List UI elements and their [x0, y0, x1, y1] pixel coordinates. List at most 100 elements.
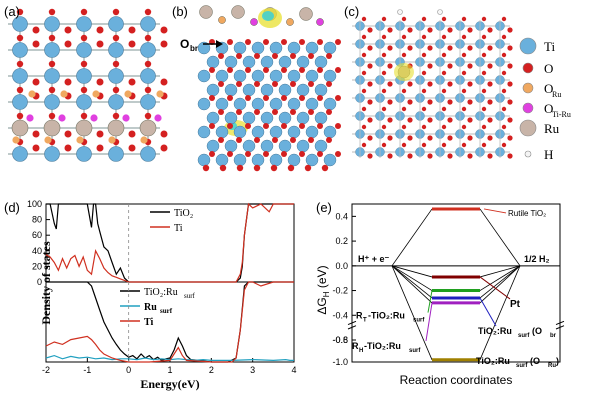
- o-atom: [507, 153, 513, 159]
- ti-atom: [140, 16, 156, 32]
- o-atom: [326, 53, 332, 59]
- ti-atom: [305, 97, 319, 111]
- label-pt: Pt: [510, 299, 521, 310]
- ti-atom: [260, 55, 274, 69]
- o-atom: [96, 78, 104, 86]
- ti-atom: [76, 68, 92, 84]
- o-atom: [270, 164, 278, 172]
- o-atom: [441, 34, 447, 40]
- o-atom: [80, 112, 88, 120]
- ti-atom: [260, 139, 274, 153]
- o-atom: [421, 16, 427, 22]
- ti-atom: [206, 55, 220, 69]
- o-atom: [467, 27, 473, 33]
- ti-atom: [12, 68, 28, 84]
- ti-atom: [269, 97, 283, 111]
- o-atom: [407, 135, 413, 141]
- o-atom: [317, 67, 323, 73]
- y-tick-label: 60: [32, 230, 42, 240]
- ti-atom: [269, 125, 283, 139]
- o-ru-atom: [28, 90, 36, 98]
- o-atom: [144, 86, 152, 94]
- o-atom: [367, 117, 373, 123]
- o-atom: [467, 153, 473, 159]
- o-ru-atom: [124, 90, 132, 98]
- o-atom: [401, 16, 407, 22]
- ru-atom: [107, 119, 125, 137]
- o-atom: [128, 26, 136, 34]
- o-atom: [272, 137, 278, 143]
- o-ti-ru-atom: [26, 114, 34, 122]
- o-atom: [128, 144, 136, 152]
- ti-atom: [197, 69, 211, 83]
- o-atom: [321, 164, 329, 172]
- ti-atom: [215, 125, 229, 139]
- structure-panel-c: [352, 9, 513, 159]
- o-atom: [421, 106, 427, 112]
- o-atom: [308, 81, 314, 87]
- ti-atom: [197, 97, 211, 111]
- ti-atom: [206, 111, 220, 125]
- o-atom: [367, 27, 373, 33]
- label-pointer: [479, 297, 497, 327]
- ti-atom: [44, 68, 60, 84]
- o-atom: [441, 52, 447, 58]
- o-atom: [447, 81, 453, 87]
- o-atom: [128, 40, 136, 48]
- o-atom: [367, 135, 373, 141]
- charge-density-cyan: [262, 11, 274, 21]
- o-atom: [421, 34, 427, 40]
- ti-atom: [242, 55, 256, 69]
- o-atom: [263, 39, 269, 45]
- o-atom: [467, 117, 473, 123]
- o-atom: [64, 130, 72, 138]
- o-atom: [227, 39, 233, 45]
- o-ru-atom: [108, 136, 116, 144]
- o-atom: [112, 86, 120, 94]
- o-atom: [281, 39, 287, 45]
- connector-line: [479, 265, 521, 278]
- ti-atom: [314, 111, 328, 125]
- o-atom: [467, 45, 473, 51]
- h-atom: [397, 9, 403, 15]
- x-tick-label: 1: [167, 365, 172, 375]
- o-atom: [407, 117, 413, 123]
- dos-series-ti: [45, 281, 294, 363]
- o-atom: [401, 106, 407, 112]
- o-atom: [299, 123, 305, 129]
- o-atom: [218, 137, 224, 143]
- o-atom: [421, 124, 427, 130]
- x-tick-label: 0: [126, 365, 131, 375]
- o-ti-ru-atom: [90, 114, 98, 122]
- o-atom: [290, 53, 296, 59]
- x-tick-label: -1: [83, 365, 91, 375]
- o-atom: [501, 124, 507, 130]
- o-atom: [317, 123, 323, 129]
- o-atom: [407, 81, 413, 87]
- label-oru-tail-sub: Ru: [548, 363, 556, 369]
- ti-atom: [314, 83, 328, 97]
- o-atom: [447, 99, 453, 105]
- ti-atom: [314, 55, 328, 69]
- ti-atom: [12, 16, 28, 32]
- o-atom: [245, 151, 251, 157]
- o-atom: [421, 88, 427, 94]
- o-atom: [467, 135, 473, 141]
- dos-series-rusurf: [45, 354, 294, 362]
- o-atom: [335, 39, 341, 45]
- legend-label-sub: surf: [184, 292, 196, 300]
- ti-atom: [251, 153, 265, 167]
- o-ti-ru-atom: [122, 114, 130, 122]
- label-rh-surf: surf: [409, 348, 421, 354]
- o-atom: [290, 137, 296, 143]
- o-atom: [16, 86, 24, 94]
- o-atom: [427, 153, 433, 159]
- ti-atom: [305, 69, 319, 83]
- ti-atom: [305, 41, 319, 55]
- o-atom: [507, 135, 513, 141]
- ti-atom: [278, 139, 292, 153]
- o-atom: [236, 137, 242, 143]
- connector-line: [479, 265, 521, 304]
- o-atom: [427, 63, 433, 69]
- legend-atom-label: Ti: [544, 39, 555, 54]
